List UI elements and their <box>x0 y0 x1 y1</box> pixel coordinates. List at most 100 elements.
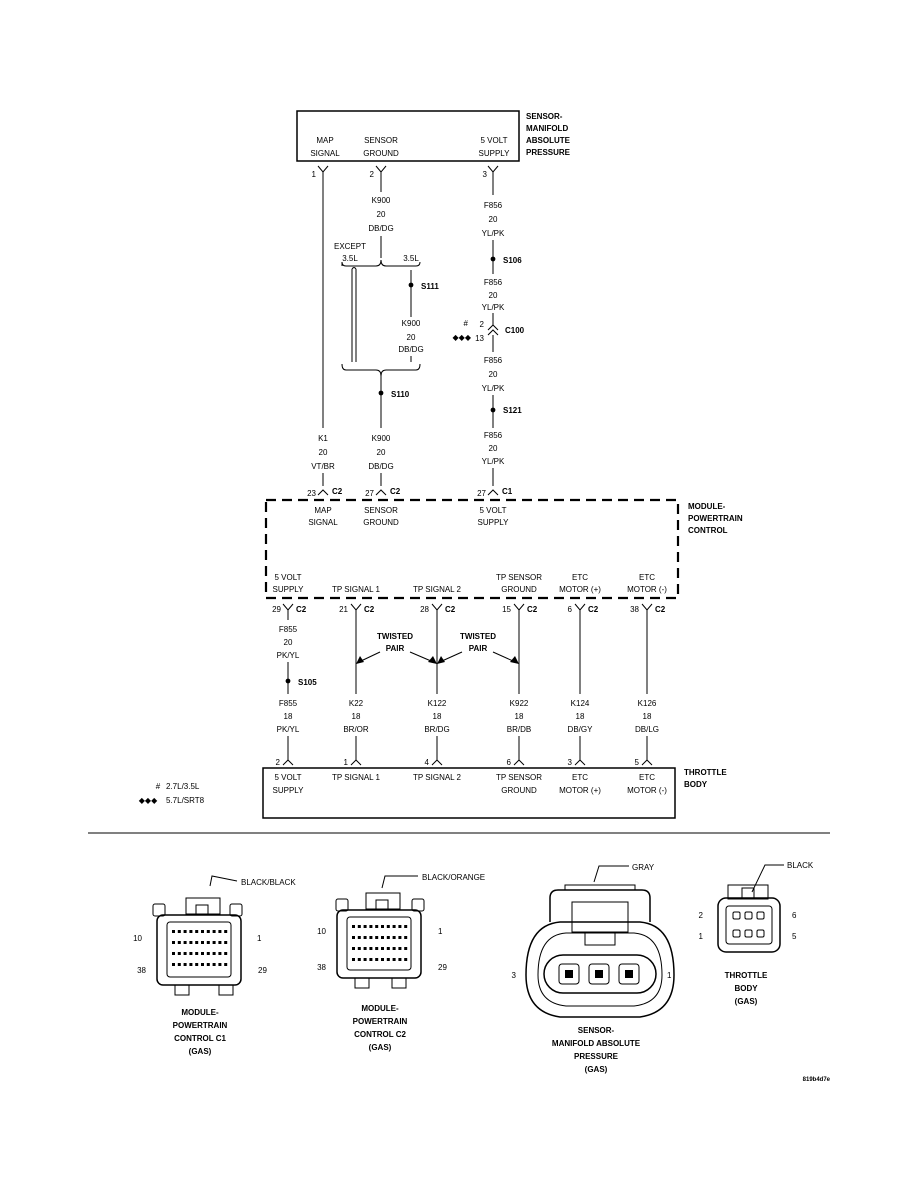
map-sensor-title-2: MANIFOLD <box>526 124 568 133</box>
connector-cavity <box>177 952 181 955</box>
pcm-bottom-label-5b: MOTOR (+) <box>559 585 601 594</box>
splice-s105: S105 <box>298 678 317 687</box>
connector-cavity <box>756 929 765 938</box>
map-pin-1-symbol <box>317 165 329 178</box>
map-sensor: SENSOR- MANIFOLD ABSOLUTE PRESSURE MAP S… <box>296 110 571 162</box>
connector-cavity <box>363 958 367 961</box>
connector-cavity <box>375 925 379 928</box>
wire-k900-a-circuit: K900 <box>372 196 391 205</box>
connector-cavity <box>183 952 187 955</box>
pcm-c2-caption-1: MODULE- <box>361 1004 399 1013</box>
connector-cavity <box>375 958 379 961</box>
pcm-c1-pin-29: 29 <box>258 966 267 975</box>
wire-b3-color: BR/DG <box>424 725 449 734</box>
connector-c100-pin-a: 2 <box>480 320 485 329</box>
connector-cavity <box>386 936 390 939</box>
tb-label-1b: SUPPLY <box>273 786 305 795</box>
pcm-c1-connector-view: BLACK/BLACK 10 1 38 29 MODULE- POWERTRAI… <box>133 875 296 1056</box>
pcm-c2-leader <box>381 875 418 889</box>
throttle-body-title-2: BODY <box>684 780 708 789</box>
wire-b1-color: PK/YL <box>277 725 300 734</box>
pcm-c1-pin-1: 1 <box>257 934 262 943</box>
connector-cavity <box>172 963 175 966</box>
pcm-bot-conn-3-symbol <box>431 603 443 611</box>
wire-k900-c-gauge: 20 <box>377 448 386 457</box>
connector-cavity <box>183 941 187 944</box>
pcm-bot-conn-6-pin: 38 <box>630 605 639 614</box>
wire-f856-b-gauge: 20 <box>489 291 498 300</box>
twisted-pair-1-arrow-left <box>360 651 381 662</box>
branch-left-label: 3.5L <box>342 254 358 263</box>
twisted-pair-1-arrowhead-right <box>428 656 437 664</box>
tb-pin-6-symbol <box>641 759 653 766</box>
pcm-top-label-3b: SUPPLY <box>478 518 510 527</box>
tb-label-6b: MOTOR (-) <box>627 786 667 795</box>
connector-cavity <box>224 963 228 966</box>
map-view-color: GRAY <box>632 863 655 872</box>
pcm-top-conn-1-symbol <box>317 489 329 496</box>
wire-f856-d-circuit: F856 <box>484 431 503 440</box>
tb-label-4b: GROUND <box>501 786 537 795</box>
connector-cavity <box>386 958 390 961</box>
tb-view-caption-2: BODY <box>734 984 758 993</box>
tb-label-5a: ETC <box>572 773 588 782</box>
pcm-bot-conn-4-symbol <box>513 603 525 611</box>
connector-cavity <box>195 963 199 966</box>
twisted-pair-1-label-b: PAIR <box>386 644 405 653</box>
wire-k900-b-gauge: 20 <box>407 333 416 342</box>
map-view-caption-4: (GAS) <box>585 1065 608 1074</box>
connector-cavity <box>206 941 210 944</box>
wire-b5-gauge: 18 <box>576 712 585 721</box>
pcm-top-conn-3-pin: 27 <box>477 489 486 498</box>
connector-cavity <box>352 947 355 950</box>
connector-cavity <box>189 952 193 955</box>
figure-id: 819b4d7e <box>803 1077 831 1083</box>
connector-cavity <box>212 930 216 933</box>
pcm-top-conn-2-pin: 27 <box>365 489 374 498</box>
wire-b5-circuit: K124 <box>571 699 590 708</box>
pcm-bot-conn-5-name: C2 <box>588 605 599 614</box>
wire-b2-circuit: K22 <box>349 699 364 708</box>
pcm-bot-conn-1-name: C2 <box>296 605 307 614</box>
tb-pin-2-symbol <box>350 759 362 766</box>
legend: # 2.7L/3.5L ◆◆◆ 5.7L/SRT8 <box>139 782 205 805</box>
connector-cavity <box>357 936 361 939</box>
legend-text-2: 5.7L/SRT8 <box>166 796 205 805</box>
throttle-body: THROTTLE BODY 5 VOLT SUPPLY TP SIGNAL 1 … <box>262 767 727 819</box>
connector-cavity <box>744 911 753 920</box>
tb-view-pin-6: 6 <box>792 911 797 920</box>
connector-cavity <box>201 930 204 933</box>
map-view-pin-3: 3 <box>512 971 517 980</box>
tb-view-pin-2: 2 <box>699 911 704 920</box>
connector-cavity <box>404 947 408 950</box>
connector-cavity <box>404 958 408 961</box>
connector-cavity <box>177 963 181 966</box>
wire-k1-gauge: 20 <box>319 448 328 457</box>
connector-cavity <box>392 936 396 939</box>
pcm-c2-caption-3: CONTROL C2 <box>354 1030 406 1039</box>
connector-cavity <box>357 925 361 928</box>
pcm-bot-conn-4-name: C2 <box>527 605 538 614</box>
connector-cavity <box>172 952 175 955</box>
connector-cavity <box>732 929 741 938</box>
map-pin-label-sensor-ground: SENSOR <box>364 136 398 145</box>
wire-b2-gauge: 18 <box>352 712 361 721</box>
connector-cavity <box>381 936 384 939</box>
tb-view-pin-5: 5 <box>792 932 797 941</box>
connector-cavity <box>218 930 222 933</box>
map-connector-view: GRAY 3 1 SENSOR- MANIFOLD ABSOLUTE PRESS… <box>512 863 675 1074</box>
connector-cavity <box>381 958 384 961</box>
pcm-c2-shell <box>336 909 422 979</box>
bottom-wiring: F855 20 PK/YL S105 TWISTED PAIR TWISTED … <box>277 610 659 760</box>
pcm-top-conn-3-name: C1 <box>502 487 513 496</box>
pcm-title-2: POWERTRAIN <box>688 514 743 523</box>
splice-s111-dot <box>408 282 414 288</box>
connector-cavity <box>206 930 210 933</box>
pcm-bottom-label-2a: TP SIGNAL 1 <box>332 585 381 594</box>
connector-cavity <box>756 911 765 920</box>
wire-f856-c-circuit: F856 <box>484 356 503 365</box>
connector-cavity <box>212 952 216 955</box>
pcm-top-label-1b: SIGNAL <box>308 518 338 527</box>
connector-cavity <box>201 952 204 955</box>
pcm-c1-caption-2: POWERTRAIN <box>173 1021 228 1030</box>
